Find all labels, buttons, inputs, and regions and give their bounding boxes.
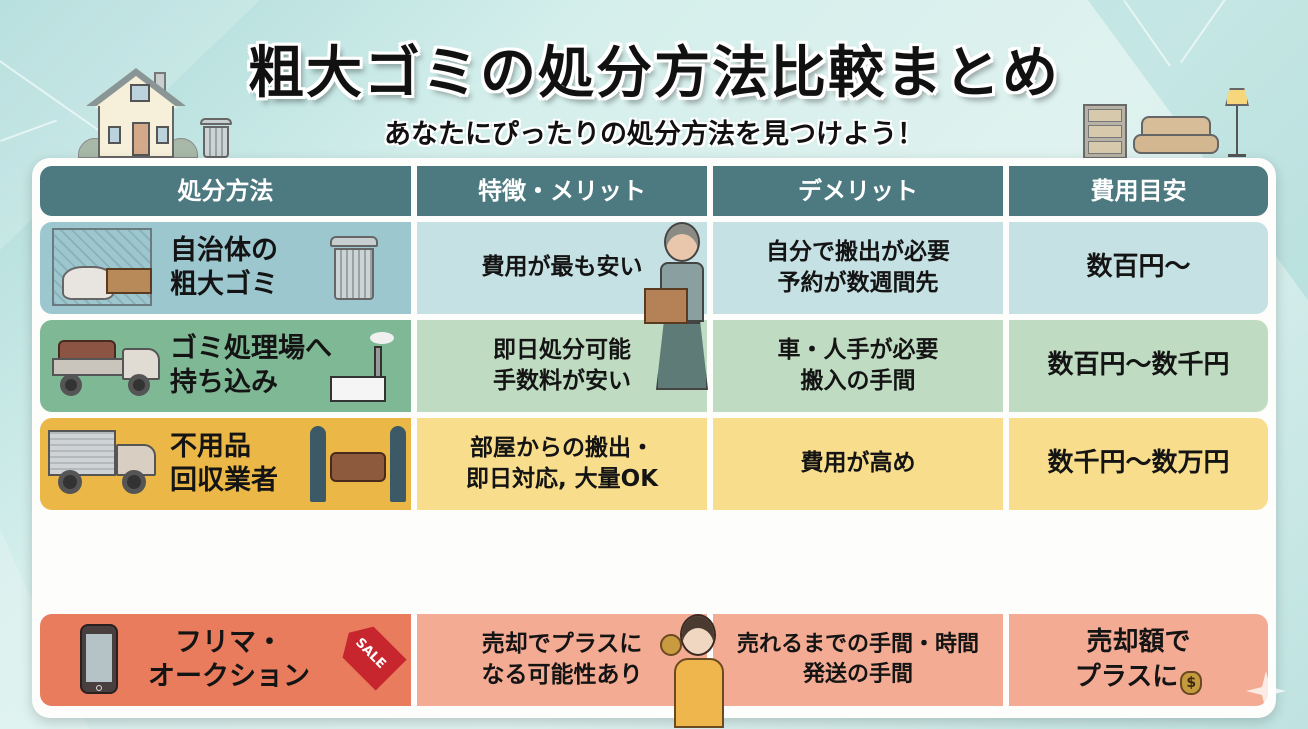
demerit-text: 売れるまでの手間・時間 xyxy=(736,632,979,658)
merit-cell: 部屋からの搬出・ 即日対応, 大量OK xyxy=(417,418,707,510)
column-header-demerit: デメリット xyxy=(713,166,1003,216)
method-cell: フリマ・ オークション SALE xyxy=(40,614,411,706)
method-label: 粗大ゴミ xyxy=(170,269,278,300)
house-icon xyxy=(78,68,198,158)
column-header-cost: 費用目安 xyxy=(1009,166,1268,216)
merit-cell: 即日処分可能 手数料が安い xyxy=(417,320,707,412)
table-row: フリマ・ オークション SALE 売却でプラスに なる可能性あり 売れるまでの手… xyxy=(40,614,1268,706)
merit-text: 売却でプラスに xyxy=(481,630,643,657)
method-label: 自治体の xyxy=(170,235,278,267)
cost-text: プラスに xyxy=(1074,662,1179,692)
column-header-merit: 特徴・メリット xyxy=(417,166,707,216)
money-bag-icon: $ xyxy=(1180,671,1203,695)
dresser-icon xyxy=(1083,104,1127,159)
demerit-text: 費用が高め xyxy=(800,450,916,477)
pickup-truck-icon xyxy=(52,336,162,402)
method-cell: 不用品 回収業者 xyxy=(40,418,411,510)
demerit-cell: 車・人手が必要 搬入の手間 xyxy=(713,320,1003,412)
merit-text: なる可能性あり xyxy=(481,662,643,688)
demerit-text: 車・人手が必要 xyxy=(777,336,939,363)
merit-text: 即日対応, 大量OK xyxy=(465,466,659,492)
woman-with-phone-illustration xyxy=(660,614,730,729)
method-cell: 自治体の 粗大ゴミ xyxy=(40,222,411,314)
merit-text: 部屋からの搬出・ xyxy=(470,434,654,461)
merit-text: 費用が最も安い xyxy=(481,254,643,281)
merit-cell: 費用が最も安い xyxy=(417,222,707,314)
column-header-method: 処分方法 xyxy=(40,166,411,216)
demerit-text: 予約が数週間先 xyxy=(777,270,939,296)
collection-cage-icon xyxy=(52,228,152,306)
cost-cell: 売却額で プラスに$ xyxy=(1009,614,1268,706)
table-row: 不用品 回収業者 部屋からの搬出・ 即日対応, 大量OK 費用が高め 数千円〜数… xyxy=(40,418,1268,510)
demerit-cell: 費用が高め xyxy=(713,418,1003,510)
merit-text: 手数料が安い xyxy=(493,368,631,394)
comparison-card: 処分方法 特徴・メリット デメリット 費用目安 自治体の 粗大ゴミ 費用が最も安… xyxy=(32,158,1276,718)
floor-lamp-icon xyxy=(1225,88,1249,158)
cost-cell: 数百円〜 xyxy=(1009,222,1268,314)
smartphone-icon xyxy=(80,624,118,694)
method-label: ゴミ処理場へ xyxy=(170,333,332,365)
demerit-text: 自分で搬出が必要 xyxy=(766,238,950,265)
method-label: オークション xyxy=(148,661,310,692)
woman-carrying-box-illustration xyxy=(644,222,716,406)
page-title: 粗大ゴミの処分方法比較まとめ xyxy=(248,41,1060,106)
merit-cell: 売却でプラスに なる可能性あり xyxy=(417,614,707,706)
method-label: 回収業者 xyxy=(170,465,278,496)
demerit-text: 搬入の手間 xyxy=(800,368,916,394)
merit-text: 即日処分可能 xyxy=(493,336,631,363)
cost-text: 数百円〜数千円 xyxy=(1047,350,1230,381)
demerit-cell: 売れるまでの手間・時間 発送の手間 xyxy=(713,614,1003,706)
method-label: 不用品 xyxy=(170,431,251,463)
cost-cell: 数千円〜数万円 xyxy=(1009,418,1268,510)
trash-can-icon xyxy=(200,118,232,158)
table-header-row: 処分方法 特徴・メリット デメリット 費用目安 xyxy=(40,166,1268,216)
cost-text: 数千円〜数万円 xyxy=(1047,448,1230,479)
demerit-cell: 自分で搬出が必要 予約が数週間先 xyxy=(713,222,1003,314)
cost-text: 数百円〜 xyxy=(1086,252,1191,283)
method-label: 持ち込み xyxy=(170,367,278,398)
cost-text: 売却額で xyxy=(1086,626,1191,657)
sale-tag-icon: SALE xyxy=(333,617,407,691)
box-truck-icon xyxy=(48,430,160,500)
demerit-text: 発送の手間 xyxy=(802,662,913,687)
trash-can-icon xyxy=(330,236,378,302)
method-label: フリマ・ xyxy=(175,627,283,659)
movers-carrying-sofa-icon xyxy=(310,426,406,502)
table-row: 自治体の 粗大ゴミ 費用が最も安い 自分で搬出が必要 予約が数週間先 数百円〜 xyxy=(40,222,1268,314)
sofa-icon xyxy=(1133,116,1219,156)
table-row: ゴミ処理場へ 持ち込み 即日処分可能 手数料が安い 車・人手が必要 搬入の手間 xyxy=(40,320,1268,412)
method-cell: ゴミ処理場へ 持ち込み xyxy=(40,320,411,412)
factory-icon xyxy=(330,332,394,402)
cost-cell: 数百円〜数千円 xyxy=(1009,320,1268,412)
page-subtitle: あなたにぴったりの処分方法を見つけよう！ xyxy=(384,119,924,150)
